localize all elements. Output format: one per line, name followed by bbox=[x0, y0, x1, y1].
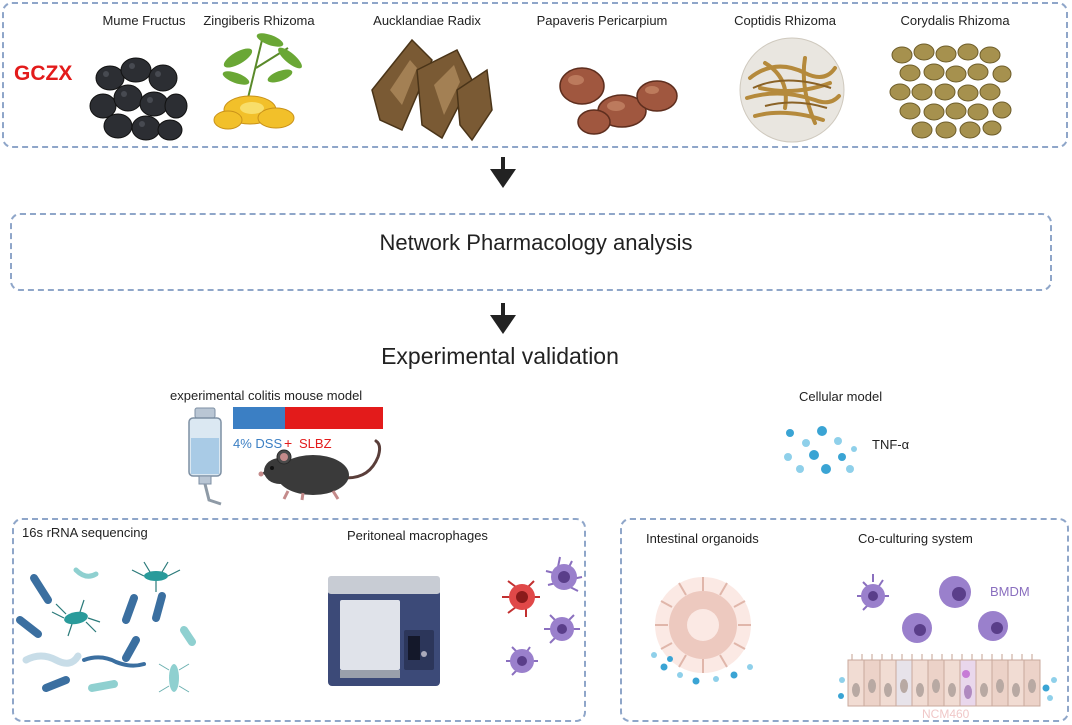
bacteria-icon bbox=[16, 561, 196, 693]
organoid-coculture-panel bbox=[620, 518, 1069, 722]
corydalis-tuber-icon bbox=[889, 43, 1012, 139]
slbz-label: SLBZ bbox=[299, 436, 332, 451]
network-panel bbox=[10, 213, 1052, 291]
cytokine-label: TNF-α bbox=[872, 437, 910, 452]
mume-fructus-icon bbox=[89, 57, 188, 141]
formula-name: GCZX bbox=[14, 62, 73, 85]
slbz-bar bbox=[285, 407, 383, 429]
herb-label-mume: Mume Fructus bbox=[102, 13, 186, 28]
dss-bar bbox=[233, 407, 285, 429]
mouse-icon bbox=[258, 439, 382, 501]
dss-label: 4% DSS bbox=[233, 436, 283, 451]
network-title: Network Pharmacology analysis bbox=[379, 230, 693, 255]
organoid-icon bbox=[651, 577, 753, 685]
arrow-down-icon bbox=[490, 303, 516, 334]
coptis-root-icon bbox=[739, 37, 845, 143]
water-bottle-icon bbox=[188, 407, 222, 506]
flow-cytometer-icon bbox=[328, 576, 440, 686]
bmdm-cells-icon bbox=[857, 574, 1008, 643]
arrow-down-icon bbox=[490, 157, 516, 188]
herb-label-aucklandiae: Aucklandiae Radix bbox=[373, 13, 481, 28]
herb-label-papaveris: Papaveris Pericarpium bbox=[536, 13, 668, 28]
coculture-label: Co-culturing system bbox=[858, 531, 973, 546]
sequencing-label: 16s rRNA sequencing bbox=[22, 525, 148, 540]
mouse-model-title: experimental colitis mouse model bbox=[170, 388, 363, 403]
experimental-title: Experimental validation bbox=[381, 343, 619, 369]
ginger-icon bbox=[213, 33, 302, 130]
cellular-model-title: Cellular model bbox=[799, 389, 883, 404]
herb-label-corydalis: Corydalis Rhizoma bbox=[900, 13, 1010, 28]
plus-sign: + bbox=[284, 435, 293, 451]
macrophage-cells-icon bbox=[502, 556, 583, 676]
macrophage-label: Peritoneal macrophages bbox=[347, 528, 488, 543]
herb-panel bbox=[2, 2, 1068, 148]
cytokine-dots-icon bbox=[784, 426, 857, 474]
ncm-label: NCM460 bbox=[922, 707, 970, 721]
epithelial-layer-icon bbox=[838, 654, 1057, 707]
bmdm-label: BMDM bbox=[990, 584, 1030, 599]
organoid-label: Intestinal organoids bbox=[646, 531, 759, 546]
herb-label-coptidis: Coptidis Rhizoma bbox=[734, 13, 836, 28]
root-slices-icon bbox=[371, 38, 493, 142]
herb-label-ginger: Zingiberis Rhizoma bbox=[203, 13, 315, 28]
poppy-pod-icon bbox=[559, 67, 678, 135]
microbiota-macrophage-panel bbox=[12, 518, 586, 722]
